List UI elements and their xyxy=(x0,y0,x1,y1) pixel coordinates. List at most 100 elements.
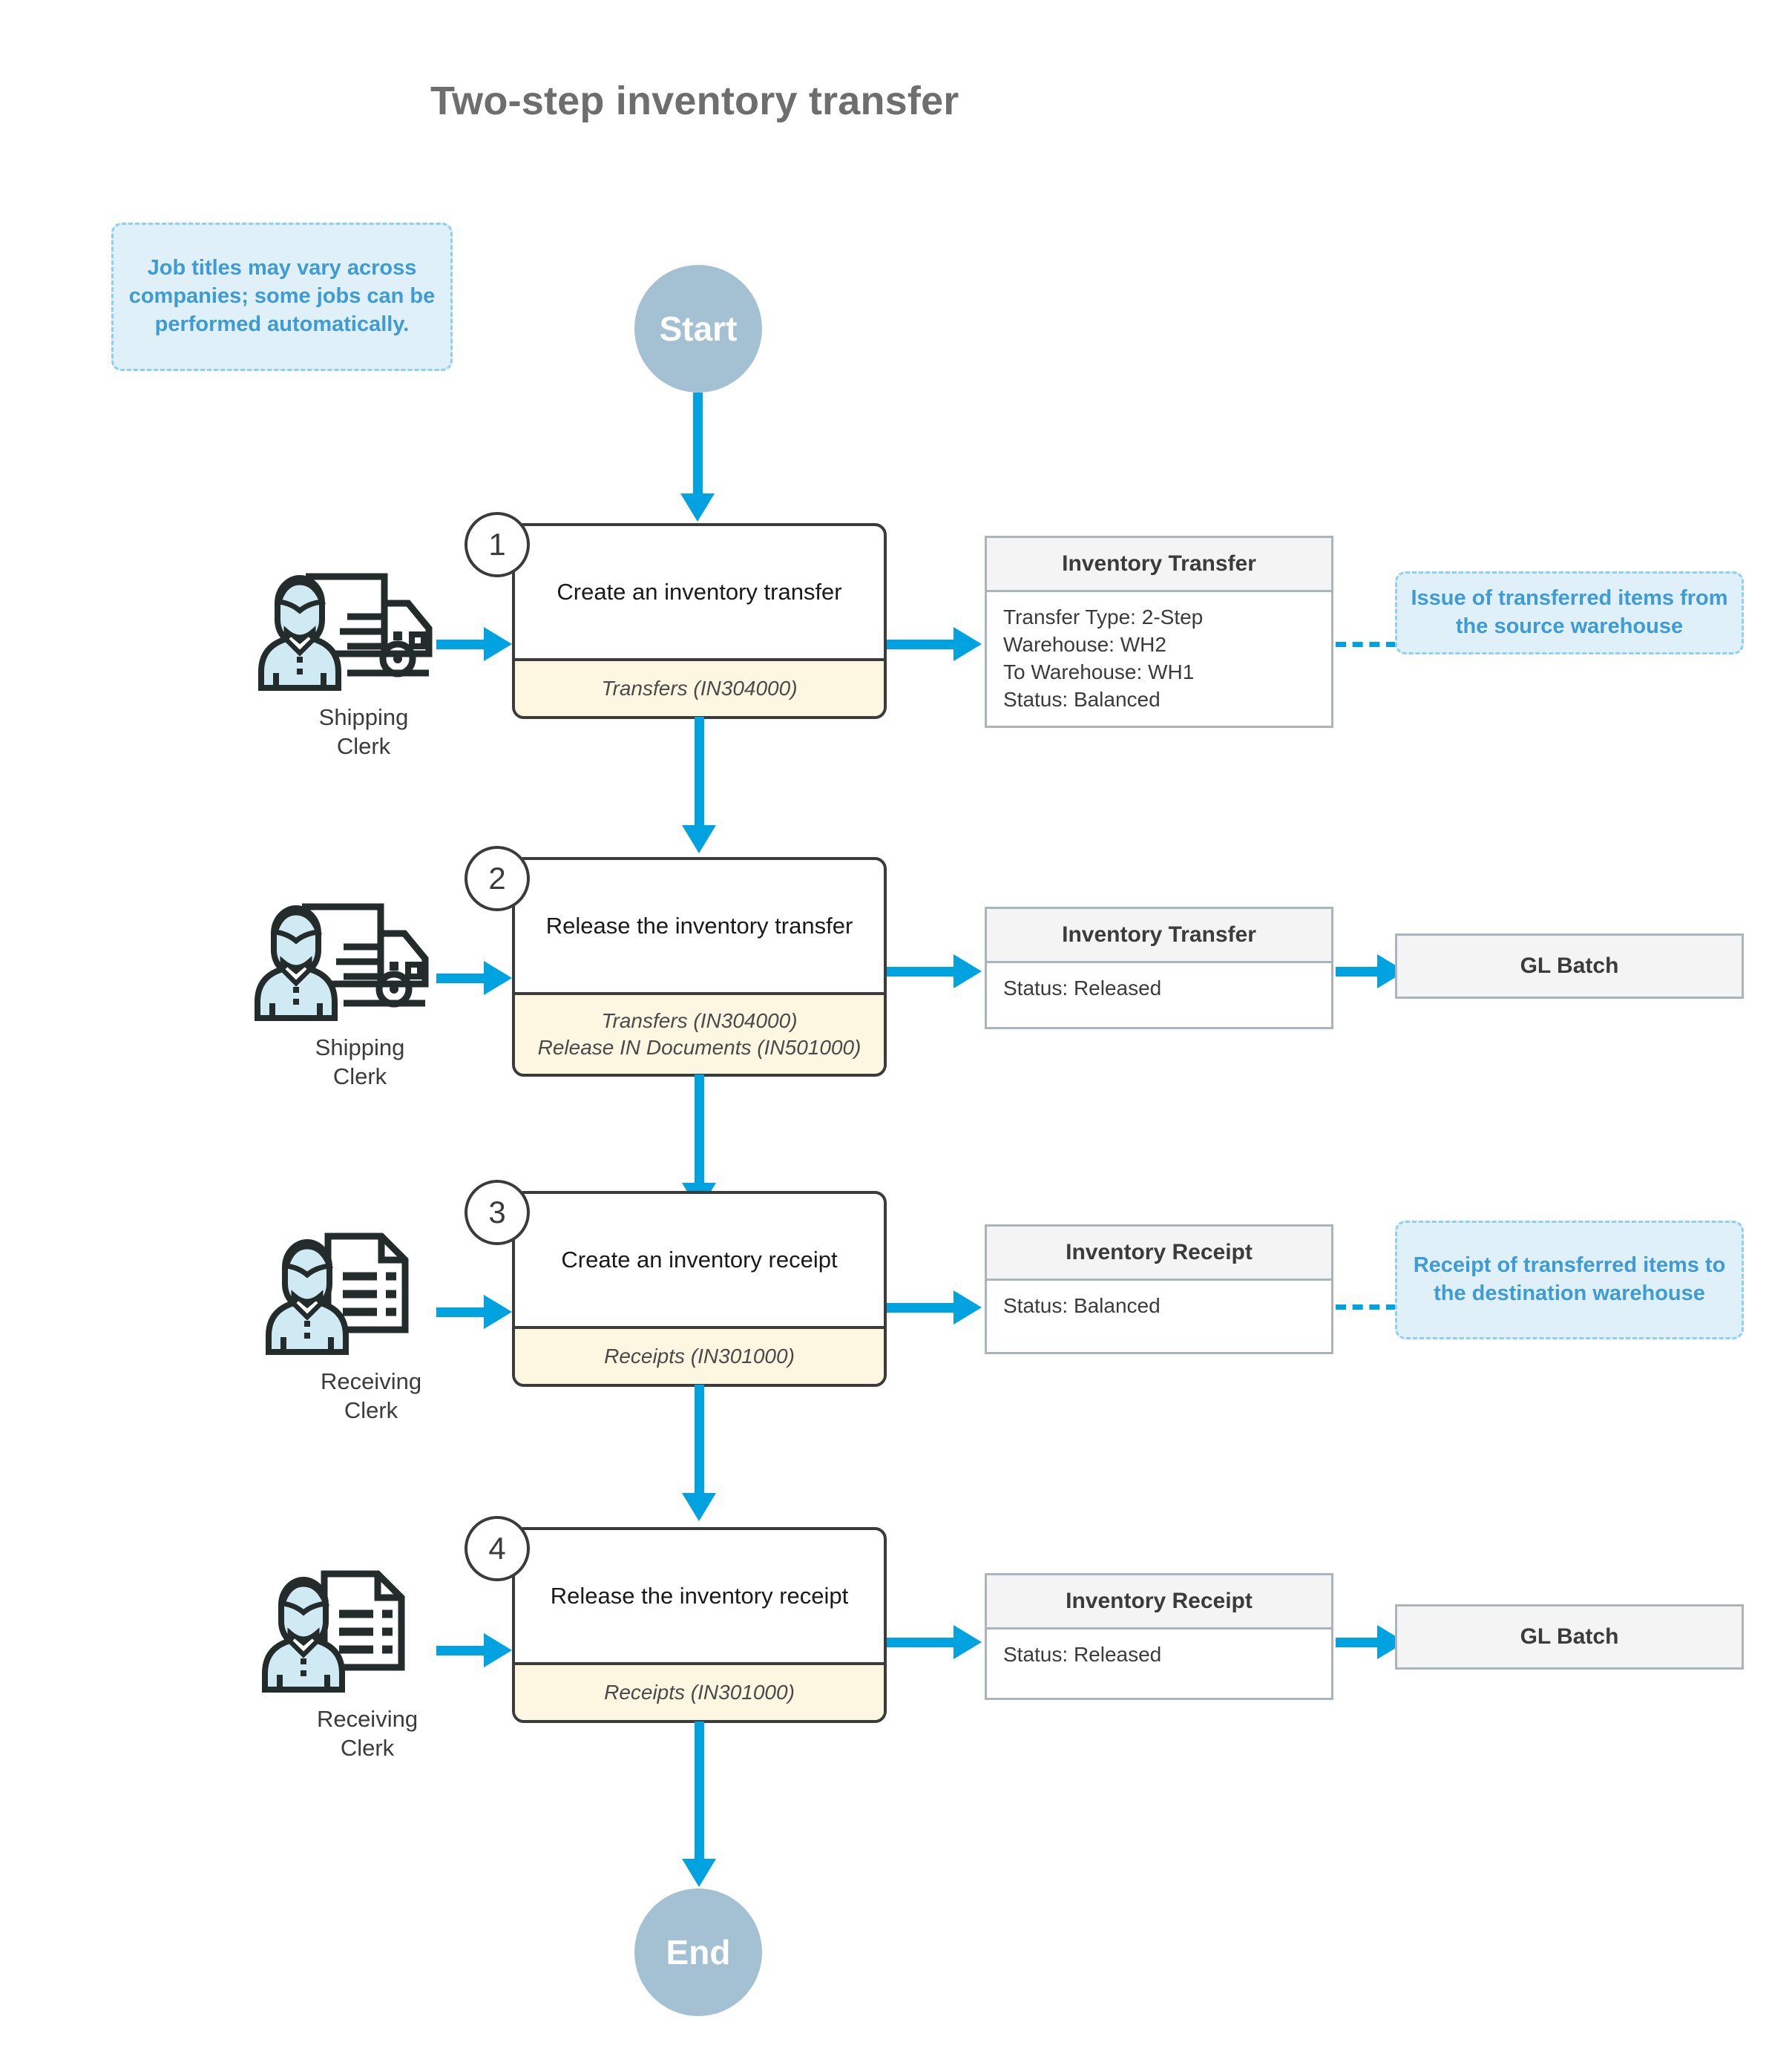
arrow-step3-to-step4 xyxy=(682,1493,716,1521)
arrow-step1-to-entity1 xyxy=(954,627,982,661)
connector-entity4-to-glbatch4 xyxy=(1336,1638,1379,1647)
page-title: Two-step inventory transfer xyxy=(430,79,959,123)
actor-label-line2: Clerk xyxy=(336,732,391,759)
gl-batch-4-label: GL Batch xyxy=(1520,1624,1619,1649)
gl-batch-2-label: GL Batch xyxy=(1520,954,1619,978)
connector-entity3-to-note xyxy=(1336,1304,1396,1310)
connector-entity2-to-glbatch2 xyxy=(1336,967,1379,977)
arrow-step4-to-entity4 xyxy=(954,1625,982,1659)
entity-4-line-1: Status: Released xyxy=(1003,1643,1162,1666)
step-number-1: 1 xyxy=(465,512,530,577)
note-issue-source-warehouse: Issue of transferred items from the sour… xyxy=(1395,571,1744,654)
step-box-4[interactable]: Release the inventory receipt Receipts (… xyxy=(512,1527,887,1723)
entity-2-body: Status: Released xyxy=(987,963,1331,1027)
end-label: End xyxy=(666,1933,731,1972)
entity-3-heading: Inventory Receipt xyxy=(987,1227,1331,1281)
step-2-screen-2: Release IN Documents (IN501000) xyxy=(537,1036,861,1059)
connector-step4-to-end xyxy=(695,1722,704,1862)
actor-shipping-clerk-2-label: Shipping Clerk xyxy=(249,1034,471,1092)
step-box-3[interactable]: Create an inventory receipt Receipts (IN… xyxy=(512,1191,887,1387)
connector-actor4-to-step4 xyxy=(436,1646,488,1655)
actor-label-line1: Receiving xyxy=(320,1368,422,1394)
step-number-3-text: 3 xyxy=(488,1195,506,1230)
step-number-1-text: 1 xyxy=(488,527,506,562)
step-1-screen-1: Transfers (IN304000) xyxy=(601,676,798,700)
connector-step2-to-entity2 xyxy=(887,967,954,977)
connector-step3-to-step4 xyxy=(695,1385,704,1496)
note-receipt-text: Receipt of transferred items to the dest… xyxy=(1413,1253,1726,1305)
step-2-screens: Transfers (IN304000) Release IN Document… xyxy=(515,992,884,1074)
actor-receiving-clerk-3: Receiving Clerk xyxy=(260,1224,482,1425)
start-label: Start xyxy=(659,309,738,348)
step-3-screens: Receipts (IN301000) xyxy=(515,1326,884,1384)
entity-card-3: Inventory Receipt Status: Balanced xyxy=(985,1224,1333,1354)
entity-1-line-2: Warehouse: WH2 xyxy=(1003,632,1166,656)
actor-label-line1: Shipping xyxy=(315,1034,405,1060)
step-2-screen-1: Transfers (IN304000) xyxy=(601,1008,798,1032)
receiving-clerk-icon xyxy=(266,1233,409,1355)
entity-4-body: Status: Released xyxy=(987,1629,1331,1698)
entity-1-heading: Inventory Transfer xyxy=(987,538,1331,592)
step-number-2-text: 2 xyxy=(488,861,506,896)
arrow-actor3-to-step3 xyxy=(484,1295,512,1329)
arrow-actor4-to-step4 xyxy=(484,1633,512,1667)
connector-entity1-to-note xyxy=(1336,642,1396,647)
entity-1-line-4: Status: Balanced xyxy=(1003,687,1161,711)
gl-batch-card-4: GL Batch xyxy=(1395,1604,1744,1670)
actor-shipping-clerk-1-label: Shipping Clerk xyxy=(252,703,475,761)
arrow-start-to-step1 xyxy=(680,493,715,522)
connector-step4-to-entity4 xyxy=(887,1638,954,1647)
step-4-screen-1: Receipts (IN301000) xyxy=(604,1680,795,1704)
entity-card-1: Inventory Transfer Transfer Type: 2-Step… xyxy=(985,536,1333,728)
connector-actor1-to-step1 xyxy=(436,640,488,649)
actor-shipping-clerk-1: Shipping Clerk xyxy=(252,560,475,761)
actor-label-line2: Clerk xyxy=(332,1063,387,1089)
actor-receiving-clerk-4-label: Receiving Clerk xyxy=(256,1705,479,1763)
arrow-step1-to-step2 xyxy=(682,825,716,853)
actor-label-line1: Receiving xyxy=(316,1706,419,1732)
actor-label-line2: Clerk xyxy=(344,1396,398,1423)
actor-label-line1: Shipping xyxy=(318,704,409,730)
receiving-clerk-icon xyxy=(262,1570,405,1693)
step-number-2: 2 xyxy=(465,846,530,911)
step-1-title: Create an inventory transfer xyxy=(557,579,842,605)
step-4-screens: Receipts (IN301000) xyxy=(515,1662,884,1720)
step-3-title: Create an inventory receipt xyxy=(561,1247,838,1273)
entity-card-2: Inventory Transfer Status: Released xyxy=(985,907,1333,1029)
actor-receiving-clerk-3-label: Receiving Clerk xyxy=(260,1368,482,1425)
entity-1-line-1: Transfer Type: 2-Step xyxy=(1003,605,1204,628)
entity-1-body: Transfer Type: 2-Step Warehouse: WH2 To … xyxy=(987,592,1331,726)
entity-card-4: Inventory Receipt Status: Released xyxy=(985,1573,1333,1700)
step-box-1[interactable]: Create an inventory transfer Transfers (… xyxy=(512,523,887,719)
arrow-step3-to-entity3 xyxy=(954,1290,982,1325)
end-terminator: End xyxy=(634,1888,762,2016)
note-job-titles: Job titles may vary across companies; so… xyxy=(111,223,453,371)
arrow-step4-to-end xyxy=(682,1859,716,1887)
shipping-clerk-icon xyxy=(255,903,429,1021)
step-4-title: Release the inventory receipt xyxy=(550,1583,849,1609)
arrow-step2-to-entity2 xyxy=(954,954,982,988)
entity-2-heading: Inventory Transfer xyxy=(987,909,1331,963)
step-number-3: 3 xyxy=(465,1180,530,1245)
step-number-4-text: 4 xyxy=(488,1531,506,1566)
actor-receiving-clerk-4: Receiving Clerk xyxy=(256,1562,479,1763)
entity-1-line-3: To Warehouse: WH1 xyxy=(1003,660,1195,683)
connector-step1-to-step2 xyxy=(695,717,704,828)
connector-step3-to-entity3 xyxy=(887,1303,954,1313)
shipping-clerk-icon xyxy=(258,573,433,691)
actor-shipping-clerk-2: Shipping Clerk xyxy=(249,890,471,1092)
start-terminator: Start xyxy=(634,265,762,393)
connector-step2-to-step3 xyxy=(695,1074,704,1186)
step-2-title: Release the inventory transfer xyxy=(545,913,853,939)
step-number-4: 4 xyxy=(465,1516,530,1581)
entity-3-body: Status: Balanced xyxy=(987,1281,1331,1352)
arrow-actor2-to-step2 xyxy=(484,961,512,995)
entity-4-heading: Inventory Receipt xyxy=(987,1575,1331,1629)
entity-2-line-1: Status: Released xyxy=(1003,977,1162,1000)
step-box-2[interactable]: Release the inventory transfer Transfers… xyxy=(512,857,887,1077)
entity-3-line-1: Status: Balanced xyxy=(1003,1294,1161,1317)
connector-actor3-to-step3 xyxy=(436,1307,488,1317)
arrow-actor1-to-step1 xyxy=(484,627,512,661)
connector-step1-to-entity1 xyxy=(887,640,954,649)
